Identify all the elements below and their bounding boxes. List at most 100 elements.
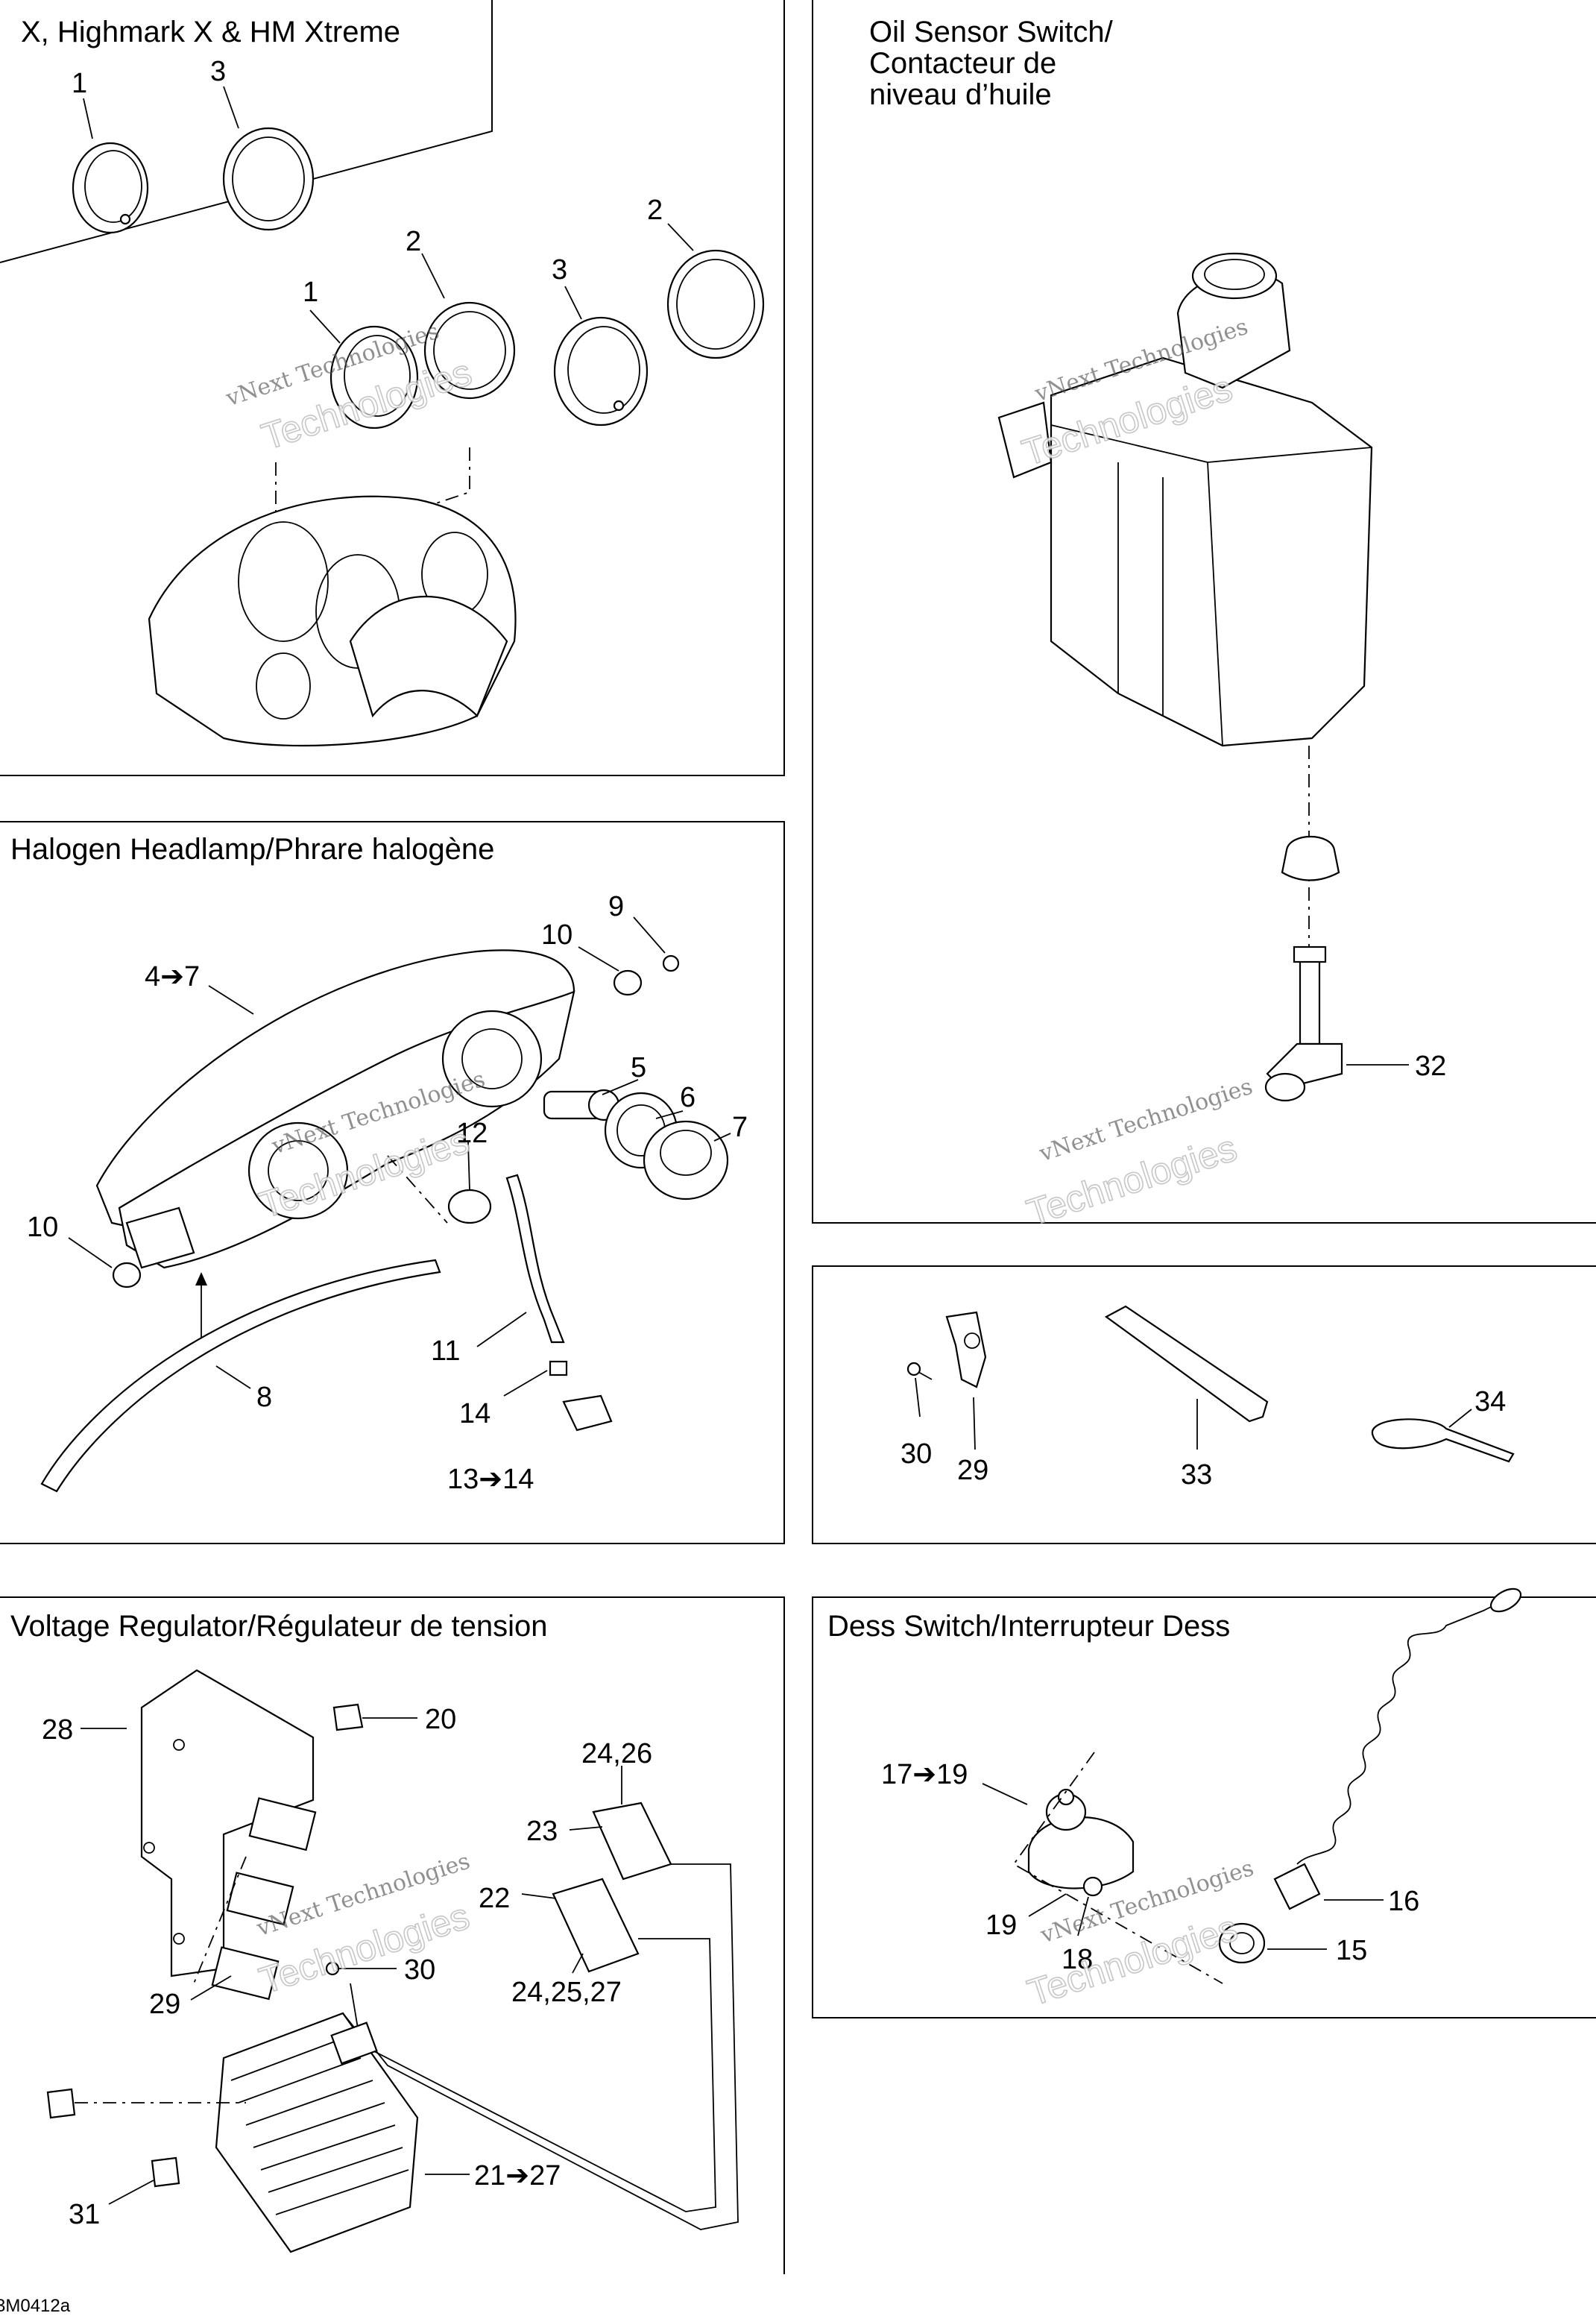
edge-trim-33 xyxy=(1104,1305,1269,1423)
watermark-regulator: vNext Technologies Technologies xyxy=(253,1848,475,2003)
oil-tank-edge-top xyxy=(1207,447,1372,463)
regulator-body xyxy=(215,2012,419,2253)
gauge-3-lower-face xyxy=(567,326,640,414)
oil-tank-drawing xyxy=(997,252,1373,1102)
gauge-3-lower-knob xyxy=(613,400,625,412)
gauge-leaders xyxy=(83,86,694,344)
bolt-31-lower xyxy=(151,2156,180,2188)
headlamp-reflector-right-inner xyxy=(461,1028,523,1089)
bolt-31-upper xyxy=(46,2088,76,2119)
gauges-panel-title: X, Highmark X & HM Xtreme xyxy=(21,16,400,48)
leader-h14 xyxy=(503,1370,548,1397)
callout-d15: 15 xyxy=(1336,1935,1367,1966)
callout-h14: 14 xyxy=(459,1398,491,1429)
headlamp-mount-tab xyxy=(125,1206,195,1269)
callout-h11: 11 xyxy=(431,1335,460,1367)
console-small-lens xyxy=(256,652,311,720)
gauge-1-top-knob xyxy=(119,213,131,225)
oil-tank-bracket xyxy=(997,401,1053,479)
regulator-bracket-28 xyxy=(140,1669,315,1977)
callout-h7: 7 xyxy=(732,1112,748,1143)
dess-switch-nut xyxy=(1082,1876,1103,1897)
cable-tie-34 xyxy=(1371,1418,1515,1463)
callout-m34: 34 xyxy=(1474,1386,1506,1417)
leader-v29 xyxy=(190,1975,232,2001)
regulator-fin-6 xyxy=(268,2147,403,2193)
connector-14-small xyxy=(549,1360,568,1376)
bracket-axis xyxy=(193,1856,247,1984)
gauge-3-lower xyxy=(553,316,649,427)
bracket-hole-2 xyxy=(143,1842,155,1854)
gauge-ring-2-right-inner xyxy=(676,259,755,350)
screw-30-shank xyxy=(918,1371,933,1380)
leader-g2a xyxy=(421,253,445,299)
headlamp-leaders xyxy=(68,916,731,1397)
leader-m30 xyxy=(915,1377,921,1417)
callout-d1719: 17➔19 xyxy=(881,1759,968,1790)
watermark-oil-bottom: vNext Technologies Technologies xyxy=(1021,1074,1256,1235)
connector-23 xyxy=(592,1801,672,1881)
callout-v242527: 24,25,27 xyxy=(511,1977,622,2008)
drawing-code: 3M0412a xyxy=(0,2296,71,2316)
leader-h6 xyxy=(655,1110,684,1119)
vent-hose xyxy=(505,1174,565,1344)
connector-22 xyxy=(552,1878,640,1973)
rubber-boot-cap xyxy=(643,1120,729,1201)
leader-v23 xyxy=(569,1826,603,1831)
leader-d1719 xyxy=(982,1783,1028,1805)
rubber-boot-cap-inner xyxy=(660,1130,712,1176)
oil-filler-cap xyxy=(1191,252,1278,300)
gauge-bezel-3-top-inner xyxy=(232,136,305,221)
oil-sensor-grommet xyxy=(1281,836,1340,881)
dess-panel-frame xyxy=(812,1596,1596,2018)
gauges-panel-bottom xyxy=(0,0,785,776)
headlamp-seal-strip xyxy=(40,1259,441,1493)
regulator-leaders xyxy=(81,1717,622,2205)
callout-v22: 22 xyxy=(479,1883,510,1914)
leader-g1a xyxy=(83,98,93,139)
regulator-panel-frame xyxy=(0,1596,785,2274)
callout-m33: 33 xyxy=(1181,1459,1212,1491)
regulator-fin-3 xyxy=(245,2080,373,2126)
connector-13 xyxy=(562,1394,613,1432)
callout-v31: 31 xyxy=(69,2199,100,2230)
clip-29 xyxy=(945,1311,987,1388)
callout-h12: 12 xyxy=(456,1118,488,1149)
callout-h10b: 10 xyxy=(27,1212,58,1243)
gauges-panel-frame xyxy=(0,0,493,263)
leader-d18 xyxy=(1077,1896,1089,1936)
screw-30 xyxy=(906,1362,921,1376)
callout-v30: 30 xyxy=(404,1954,435,1986)
callout-m29: 29 xyxy=(957,1455,988,1486)
oil-sensor-top xyxy=(1293,945,1327,963)
callout-d16: 16 xyxy=(1388,1886,1419,1917)
callout-o32: 32 xyxy=(1415,1051,1446,1082)
callout-h10a: 10 xyxy=(541,919,573,951)
dess-panel-title: Dess Switch/Interrupteur Dess xyxy=(827,1610,1230,1643)
leader-m34 xyxy=(1448,1409,1472,1428)
clip-29-hole xyxy=(964,1332,980,1349)
dess-key xyxy=(1273,1863,1321,1910)
leader-v22 xyxy=(521,1893,557,1899)
mount-direction-arrowhead xyxy=(195,1272,207,1286)
leader-h10b xyxy=(68,1237,113,1268)
misc-parts-drawing xyxy=(906,1305,1515,1463)
regulator-fin-1 xyxy=(230,2035,351,2081)
headlamp-reflector-left-inner xyxy=(268,1140,329,1201)
regulator-fin-5 xyxy=(260,2124,396,2171)
leader-h47 xyxy=(208,985,254,1015)
leader-h10a xyxy=(578,946,619,972)
dess-switch-cap-top xyxy=(1057,1788,1075,1806)
gauge-ring-2-center xyxy=(423,301,516,400)
leader-h8 xyxy=(215,1365,251,1389)
bracket-hole-3 xyxy=(173,1933,185,1945)
callout-v20: 20 xyxy=(425,1704,456,1735)
callout-v2426: 24,26 xyxy=(581,1738,652,1769)
leader-m29 xyxy=(973,1397,976,1450)
gauge-bezel-3-top xyxy=(222,127,315,231)
callout-g1b: 1 xyxy=(303,277,318,308)
grommet-12 xyxy=(447,1189,492,1224)
callout-v23: 23 xyxy=(526,1816,558,1847)
regulator-fin-7 xyxy=(275,2169,409,2215)
